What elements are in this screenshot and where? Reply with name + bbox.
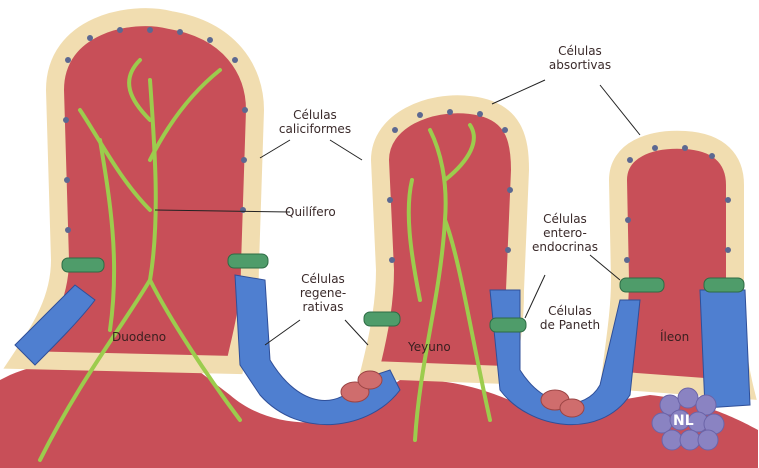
label-enteroendocrine: Células entero- endocrinas <box>525 212 605 254</box>
label-goblet: Células caliciformes <box>270 108 360 136</box>
segment-duodenum: Duodeno <box>112 330 166 344</box>
segment-ileum: Íleon <box>660 330 689 344</box>
segment-jejunum: Yeyuno <box>408 340 451 354</box>
nodule-label: NL <box>673 413 694 429</box>
label-lacteal: Quilífero <box>285 205 365 219</box>
label-regenerative: Células regene- rativas <box>283 272 363 314</box>
label-paneth: Células de Paneth <box>525 304 615 332</box>
label-absorptive: Células absortivas <box>535 44 625 72</box>
